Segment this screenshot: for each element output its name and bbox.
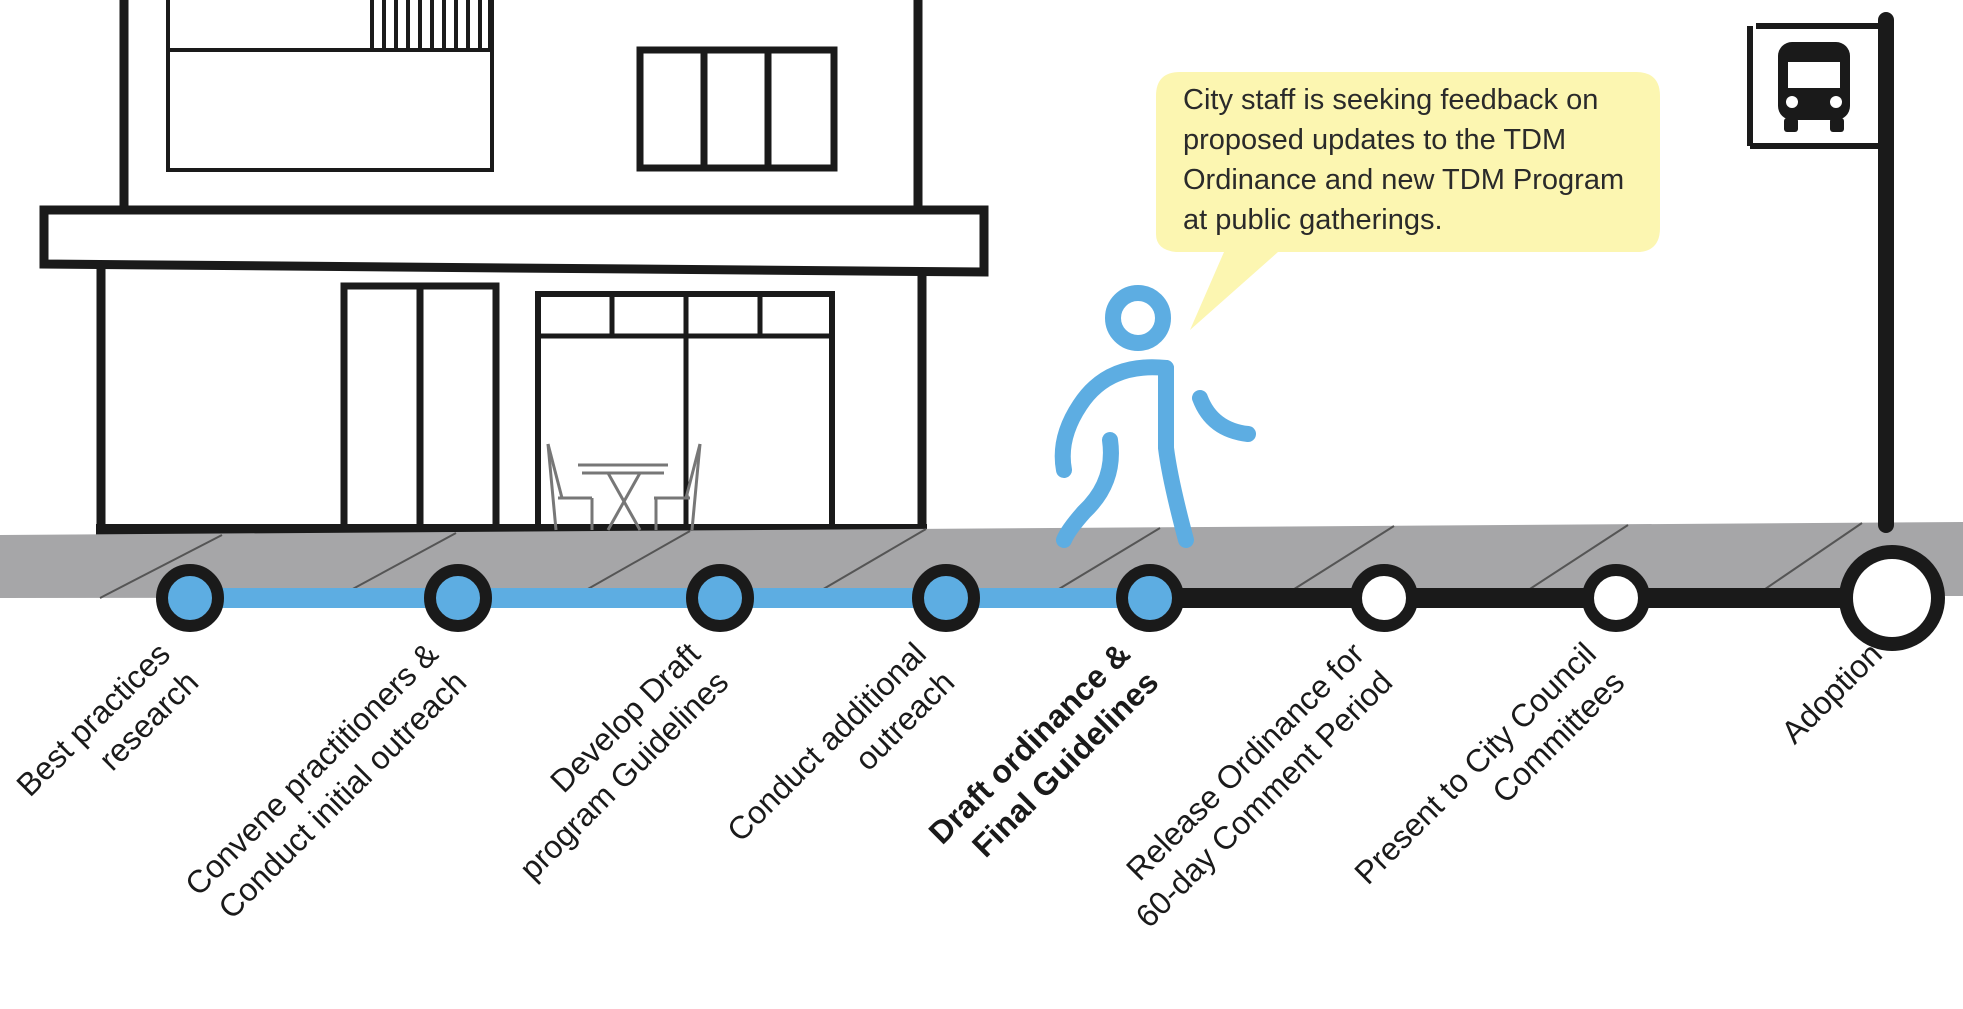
milestone-label-text: Present to City CouncilCommittees xyxy=(1347,635,1631,919)
milestone-label-text: Adoption xyxy=(1774,635,1889,750)
milestone-label-line: Adoption xyxy=(1774,635,1889,750)
callout-line: Ordinance and new TDM Program xyxy=(1183,164,1625,196)
milestone-label: Present to City CouncilCommittees xyxy=(1347,635,1631,919)
milestone-node xyxy=(912,564,980,632)
milestone-label-line: Convene practitioners & xyxy=(178,635,445,902)
milestone-node xyxy=(686,564,754,632)
milestone-node xyxy=(424,564,492,632)
walking-person-icon xyxy=(1054,285,1256,548)
milestone-label: Conduct additionaloutreach xyxy=(720,635,961,876)
cafe-table-icon xyxy=(546,443,702,531)
timeline-milestones xyxy=(156,545,1945,651)
milestone-label: Draft ordinance &Final Guidelines xyxy=(922,635,1166,879)
callout-line: at public gatherings. xyxy=(1183,204,1443,236)
milestone-label-line: Present to City Council xyxy=(1347,635,1603,891)
milestone-node xyxy=(156,564,224,632)
bus-stop-sign xyxy=(1747,12,1894,533)
speech-bubble xyxy=(1156,72,1660,330)
milestone-label-text: Develop Draftprogram Guidelines xyxy=(484,635,735,886)
milestone-node xyxy=(1839,545,1945,651)
milestone-node xyxy=(1582,564,1650,632)
bus-icon xyxy=(1778,42,1850,132)
milestone-label: Adoption xyxy=(1774,635,1889,750)
milestone-label-text: Convene practitioners &Conduct initial o… xyxy=(178,635,473,930)
building-illustration xyxy=(39,0,989,536)
callout-line: City staff is seeking feedback on xyxy=(1183,84,1599,116)
milestone-label-text: Draft ordinance &Final Guidelines xyxy=(922,635,1166,879)
milestone-label: Best practicesresearch xyxy=(9,635,205,831)
milestone-node xyxy=(1350,564,1418,632)
milestone-node xyxy=(1116,564,1184,632)
milestone-label: Develop Draftprogram Guidelines xyxy=(484,635,735,886)
milestone-label-line: Conduct initial outreach xyxy=(211,664,473,926)
sidewalk xyxy=(0,522,1963,599)
milestone-label-line: Release Ordinance for xyxy=(1119,635,1371,887)
milestone-label: Convene practitioners &Conduct initial o… xyxy=(178,635,473,930)
milestone-label-text: Conduct additionaloutreach xyxy=(720,635,961,876)
callout-line: proposed updates to the TDM xyxy=(1183,124,1567,156)
callout-text: City staff is seeking feedback on propos… xyxy=(1183,80,1663,240)
milestone-label-text: Best practicesresearch xyxy=(9,635,205,831)
milestone-label-line: 60-day Comment Period xyxy=(1129,664,1400,935)
